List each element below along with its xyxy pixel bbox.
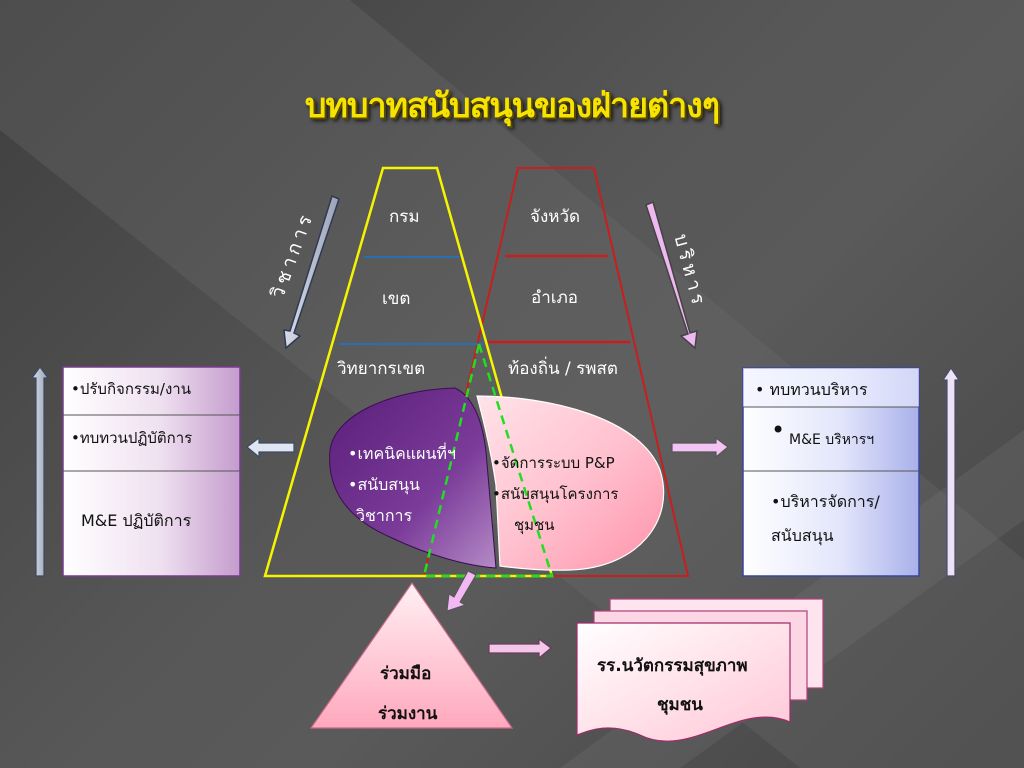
- left-box-item-1: •ปรับกิจกรรม/งาน: [71, 380, 191, 398]
- purple-oval: [329, 387, 497, 569]
- level-district-label: อำเภอ: [531, 288, 578, 308]
- green-dashed-triangle: [422, 339, 554, 578]
- left-diagonal-arrow: [283, 194, 340, 350]
- level-province-label: จังหวัด: [530, 207, 581, 227]
- level-local-label: ท้องถิ่น / รพสต: [508, 359, 618, 379]
- cooperation-triangle: [309, 581, 514, 729]
- left-box-item-3: M&E ปฏิบัติการ: [81, 511, 192, 530]
- left-box: [62, 366, 241, 577]
- output-doc-line-1: รร.นวัตกรรมสุขภาพ: [597, 656, 748, 676]
- arrow-to-triangle: [446, 570, 477, 612]
- right-vertical-arrow: [941, 366, 961, 577]
- left-vertical-arrow: [30, 365, 50, 577]
- output-doc-line-2: ชุมชน: [657, 695, 703, 715]
- right-box-item-2: M&E บริหารฯ: [789, 432, 875, 448]
- right-box-item-3-line-1: •บริหารจัดการ/: [771, 492, 880, 511]
- purple-oval-line-3: วิชาการ: [356, 506, 413, 525]
- purple-oval-line-2: •สนับสนุน: [348, 475, 420, 494]
- left-box-item-2: •ทบทวนปฏิบัติการ: [71, 429, 193, 447]
- right-box: [742, 367, 920, 577]
- pink-oval-line-1: •จัดการระบบ P&P: [492, 454, 615, 472]
- purple-oval-line-1: •เทคนิคแผนที่ฯ: [348, 444, 456, 463]
- page-title: บทบาทสนับสนุนของฝ่ายต่างๆ: [304, 86, 720, 126]
- arrow-to-output: [488, 637, 552, 660]
- level-region-trainer-label: วิทยากรเขต: [337, 359, 426, 379]
- right-box-item-1: • ทบทวนบริหาร: [755, 380, 868, 399]
- arrow-to-right-box: [671, 436, 729, 459]
- pink-oval: [476, 395, 665, 571]
- triangle-line-1: ร่วมมือ: [380, 664, 432, 684]
- right-box-item-3-line-2: สนับสนุน: [771, 526, 834, 545]
- output-documents: [576, 598, 824, 742]
- triangle-line-2: ร่วมงาน: [378, 704, 438, 724]
- pink-oval-line-3: ชุมชน: [514, 516, 555, 534]
- level-region-label: เขต: [382, 289, 411, 309]
- right-diagonal-arrow: [645, 200, 698, 350]
- pink-oval-line-2: •สนับสนุนโครงการ: [492, 485, 619, 503]
- right-box-item-2-bullet: •: [771, 416, 786, 444]
- level-department-label: กรม: [389, 207, 420, 227]
- arrow-to-left-box: [246, 436, 295, 459]
